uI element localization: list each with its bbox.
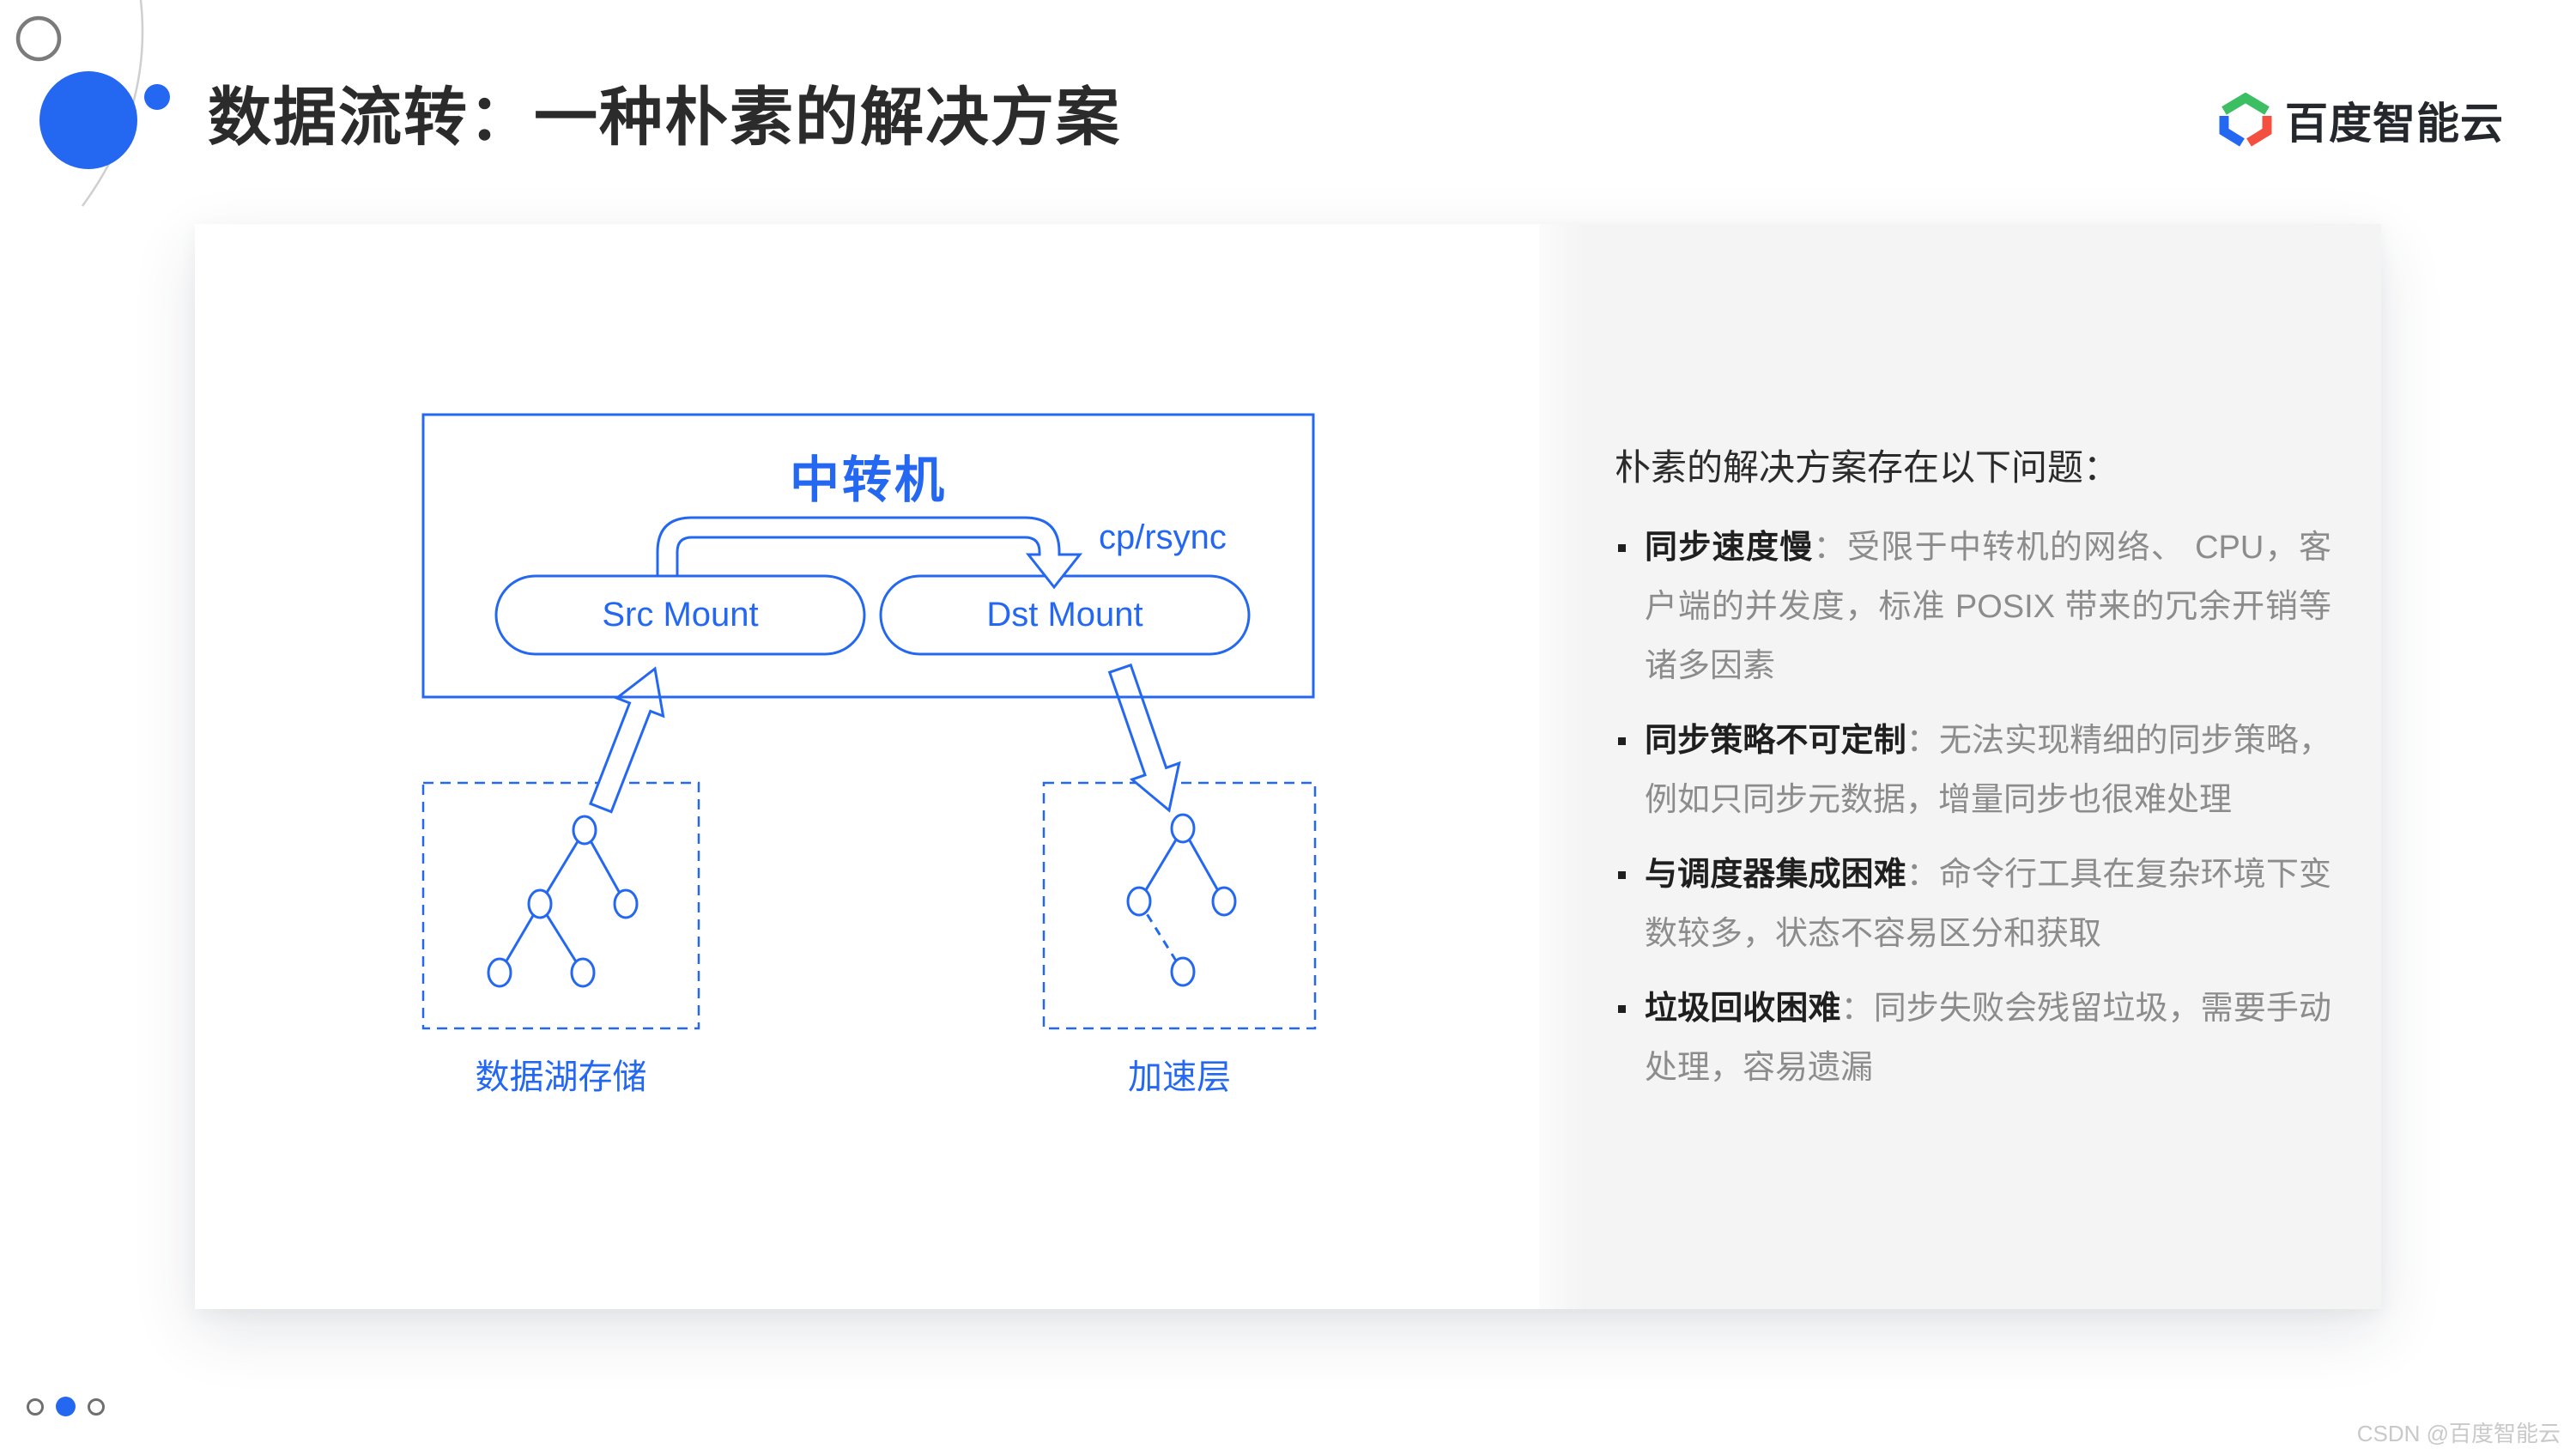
issues-heading: 朴素的解决方案存在以下问题： — [1615, 447, 2120, 488]
page-title: 数据流转：一种朴素的解决方案 — [208, 82, 1121, 153]
brand-logo: 百度智能云 — [2218, 89, 2504, 151]
src-mount-label: Src Mount — [602, 596, 759, 634]
sync-arrow-label: cp/rsync — [1099, 518, 1227, 556]
bullet-square-icon — [1618, 737, 1626, 745]
list-item: 垃圾回收困难：同步失败会残留垃圾，需要手动处理，容易遗漏 — [1618, 979, 2331, 1098]
issue-title: 与调度器集成困难 — [1645, 857, 1906, 893]
dst-mount-label: Dst Mount — [986, 596, 1143, 634]
issue-desc: ：同步失败会残留垃圾，需要手动处理，容易遗漏 — [1645, 991, 2331, 1086]
accel-layer-label: 加速层 — [1128, 1058, 1231, 1096]
issue-desc: ：受限于中转机的网络、 CPU，客户端的并发度，标准 POSIX 带来的冗余开销… — [1645, 530, 2331, 684]
bullet-square-icon — [1618, 871, 1626, 879]
corner-decoration — [15, 0, 170, 207]
issue-title: 同步速度慢 — [1645, 530, 1814, 566]
issue-desc: ：命令行工具在复杂环境下变数较多，状态不容易区分和获取 — [1645, 857, 2331, 952]
brand-name: 百度智能云 — [2285, 100, 2504, 148]
slide-pagination — [27, 1397, 105, 1416]
issues-list: 同步速度慢：受限于中转机的网络、 CPU，客户端的并发度，标准 POSIX 带来… — [1618, 518, 2334, 1113]
issue-title: 垃圾回收困难 — [1645, 991, 1841, 1027]
page-dot-2-active[interactable] — [56, 1397, 76, 1416]
watermark: CSDN @百度智能云 — [2356, 1421, 2561, 1446]
transfer-machine-title: 中转机 — [789, 452, 947, 508]
issue-title: 同步策略不可定制 — [1645, 723, 1906, 759]
issues-panel — [1539, 224, 2381, 1309]
list-item: 同步策略不可定制：无法实现精细的同步策略，例如只同步元数据，增量同步也很难处理 — [1618, 712, 2331, 830]
baidu-cloud-logo-icon — [2219, 93, 2272, 147]
bullet-square-icon — [1618, 1005, 1626, 1013]
diagram-card — [195, 224, 1539, 1309]
page-dot-1[interactable] — [27, 1397, 44, 1416]
bullet-square-icon — [1618, 544, 1626, 552]
decoration-blue-circle — [39, 71, 137, 169]
decoration-ring — [15, 15, 62, 62]
issue-desc: ：无法实现精细的同步策略，例如只同步元数据，增量同步也很难处理 — [1645, 723, 2331, 818]
data-lake-label: 数据湖存储 — [475, 1058, 647, 1096]
page-dot-3[interactable] — [88, 1397, 105, 1416]
list-item: 与调度器集成困难：命令行工具在复杂环境下变数较多，状态不容易区分和获取 — [1618, 846, 2331, 964]
decoration-blue-dot — [144, 84, 170, 110]
list-item: 同步速度慢：受限于中转机的网络、 CPU，客户端的并发度，标准 POSIX 带来… — [1618, 518, 2331, 696]
